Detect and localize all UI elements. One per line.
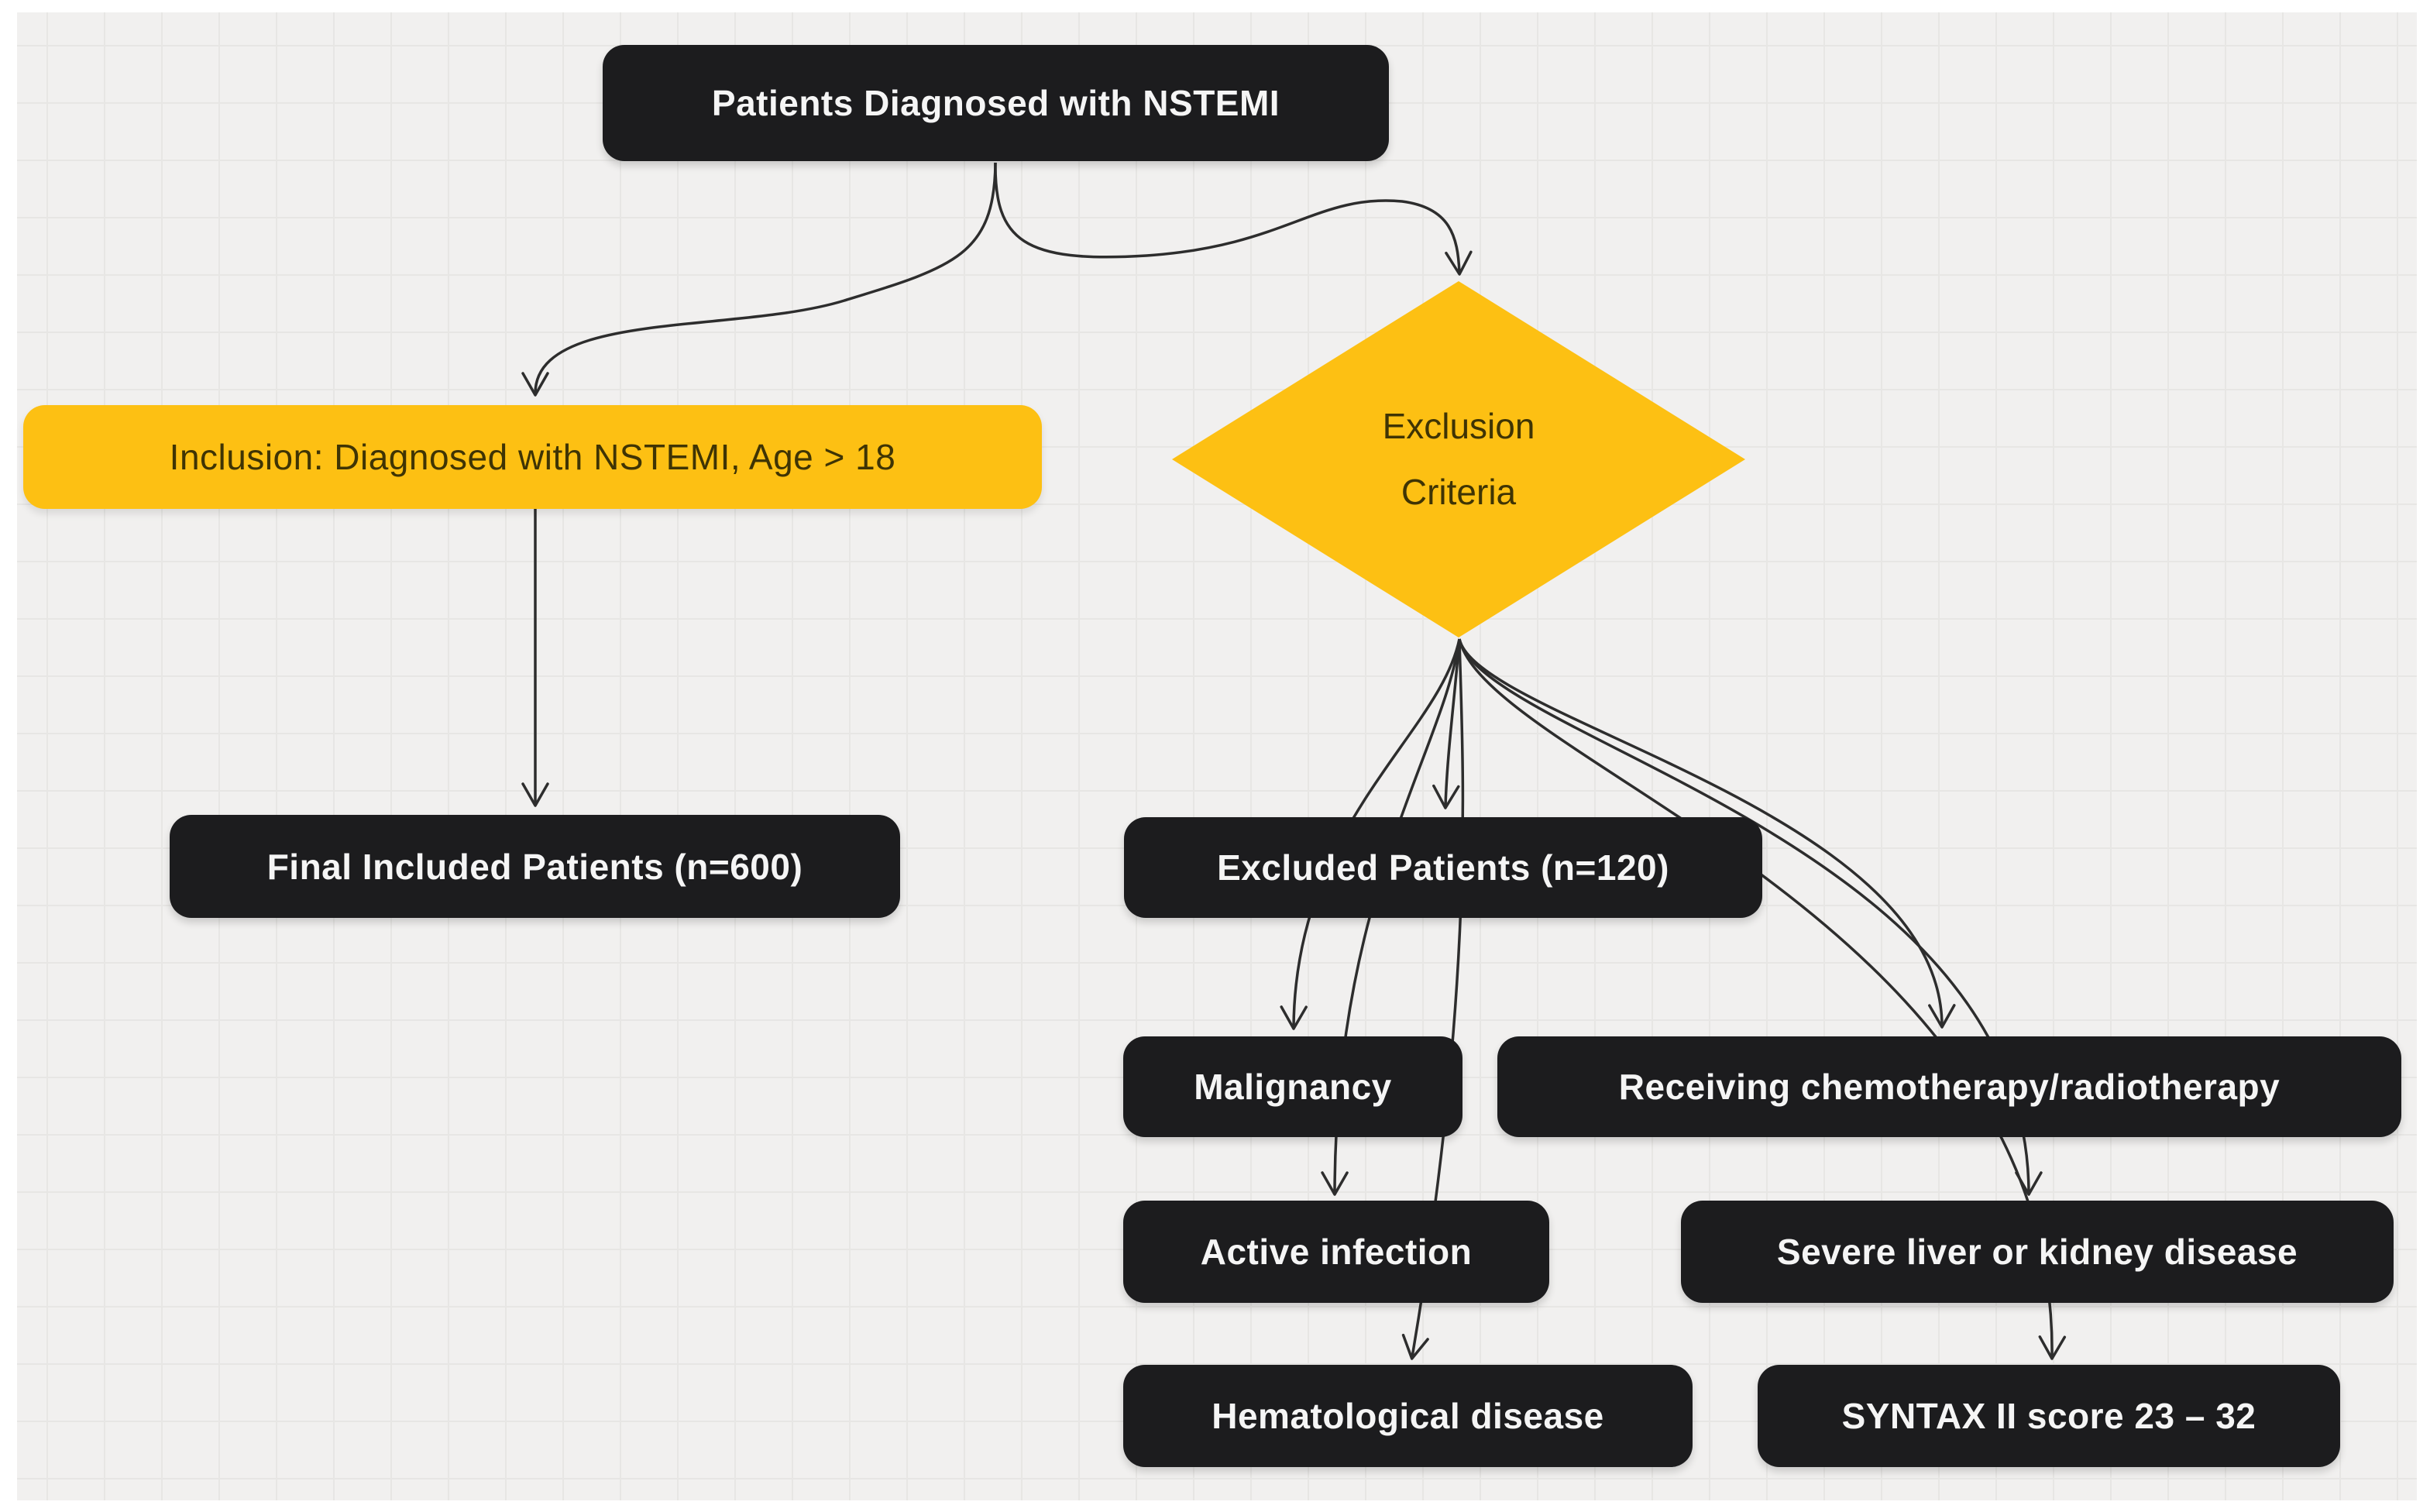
node-inclusion-criteria: Inclusion: Diagnosed with NSTEMI, Age > …	[23, 405, 1042, 509]
node-malignancy-label: Malignancy	[1194, 1067, 1392, 1107]
edge-exclusion-to-chemo	[1458, 638, 1956, 1029]
node-start-label: Patients Diagnosed with NSTEMI	[711, 83, 1280, 123]
node-chemo-radiotherapy: Receiving chemotherapy/radiotherapy	[1497, 1036, 2401, 1137]
node-final-included-label: Final Included Patients (n=600)	[266, 846, 803, 887]
edge-start-to-inclusion	[521, 162, 997, 397]
node-excluded: Excluded Patients (n=120)	[1124, 817, 1762, 918]
node-final-included: Final Included Patients (n=600)	[170, 815, 900, 918]
node-active-infection: Active infection	[1123, 1201, 1549, 1303]
node-severe-liver-kidney-label: Severe liver or kidney disease	[1776, 1232, 2298, 1272]
node-start: Patients Diagnosed with NSTEMI	[603, 45, 1389, 161]
node-chemo-radiotherapy-label: Receiving chemotherapy/radiotherapy	[1618, 1067, 2280, 1107]
node-syntax-score-label: SYNTAX II score 23 – 32	[1841, 1396, 2256, 1436]
node-malignancy: Malignancy	[1123, 1036, 1462, 1137]
edge-exclusion-to-syntax-score	[1458, 638, 2067, 1360]
edge-exclusion-to-excluded	[1432, 638, 1461, 809]
node-hematological-disease-label: Hematological disease	[1212, 1396, 1604, 1436]
node-syntax-score: SYNTAX II score 23 – 32	[1758, 1365, 2340, 1467]
node-severe-liver-kidney: Severe liver or kidney disease	[1681, 1201, 2394, 1303]
node-hematological-disease: Hematological disease	[1123, 1365, 1693, 1467]
diagram-canvas	[17, 12, 2417, 1500]
node-active-infection-label: Active infection	[1200, 1232, 1473, 1272]
node-inclusion-label: Inclusion: Diagnosed with NSTEMI, Age > …	[169, 437, 896, 477]
node-excluded-label: Excluded Patients (n=120)	[1217, 847, 1669, 888]
edge-start-to-exclusion	[994, 162, 1473, 276]
node-exclusion-label: Exclusion Criteria	[1382, 405, 1535, 512]
edge-exclusion-to-malignancy	[1280, 638, 1461, 1030]
